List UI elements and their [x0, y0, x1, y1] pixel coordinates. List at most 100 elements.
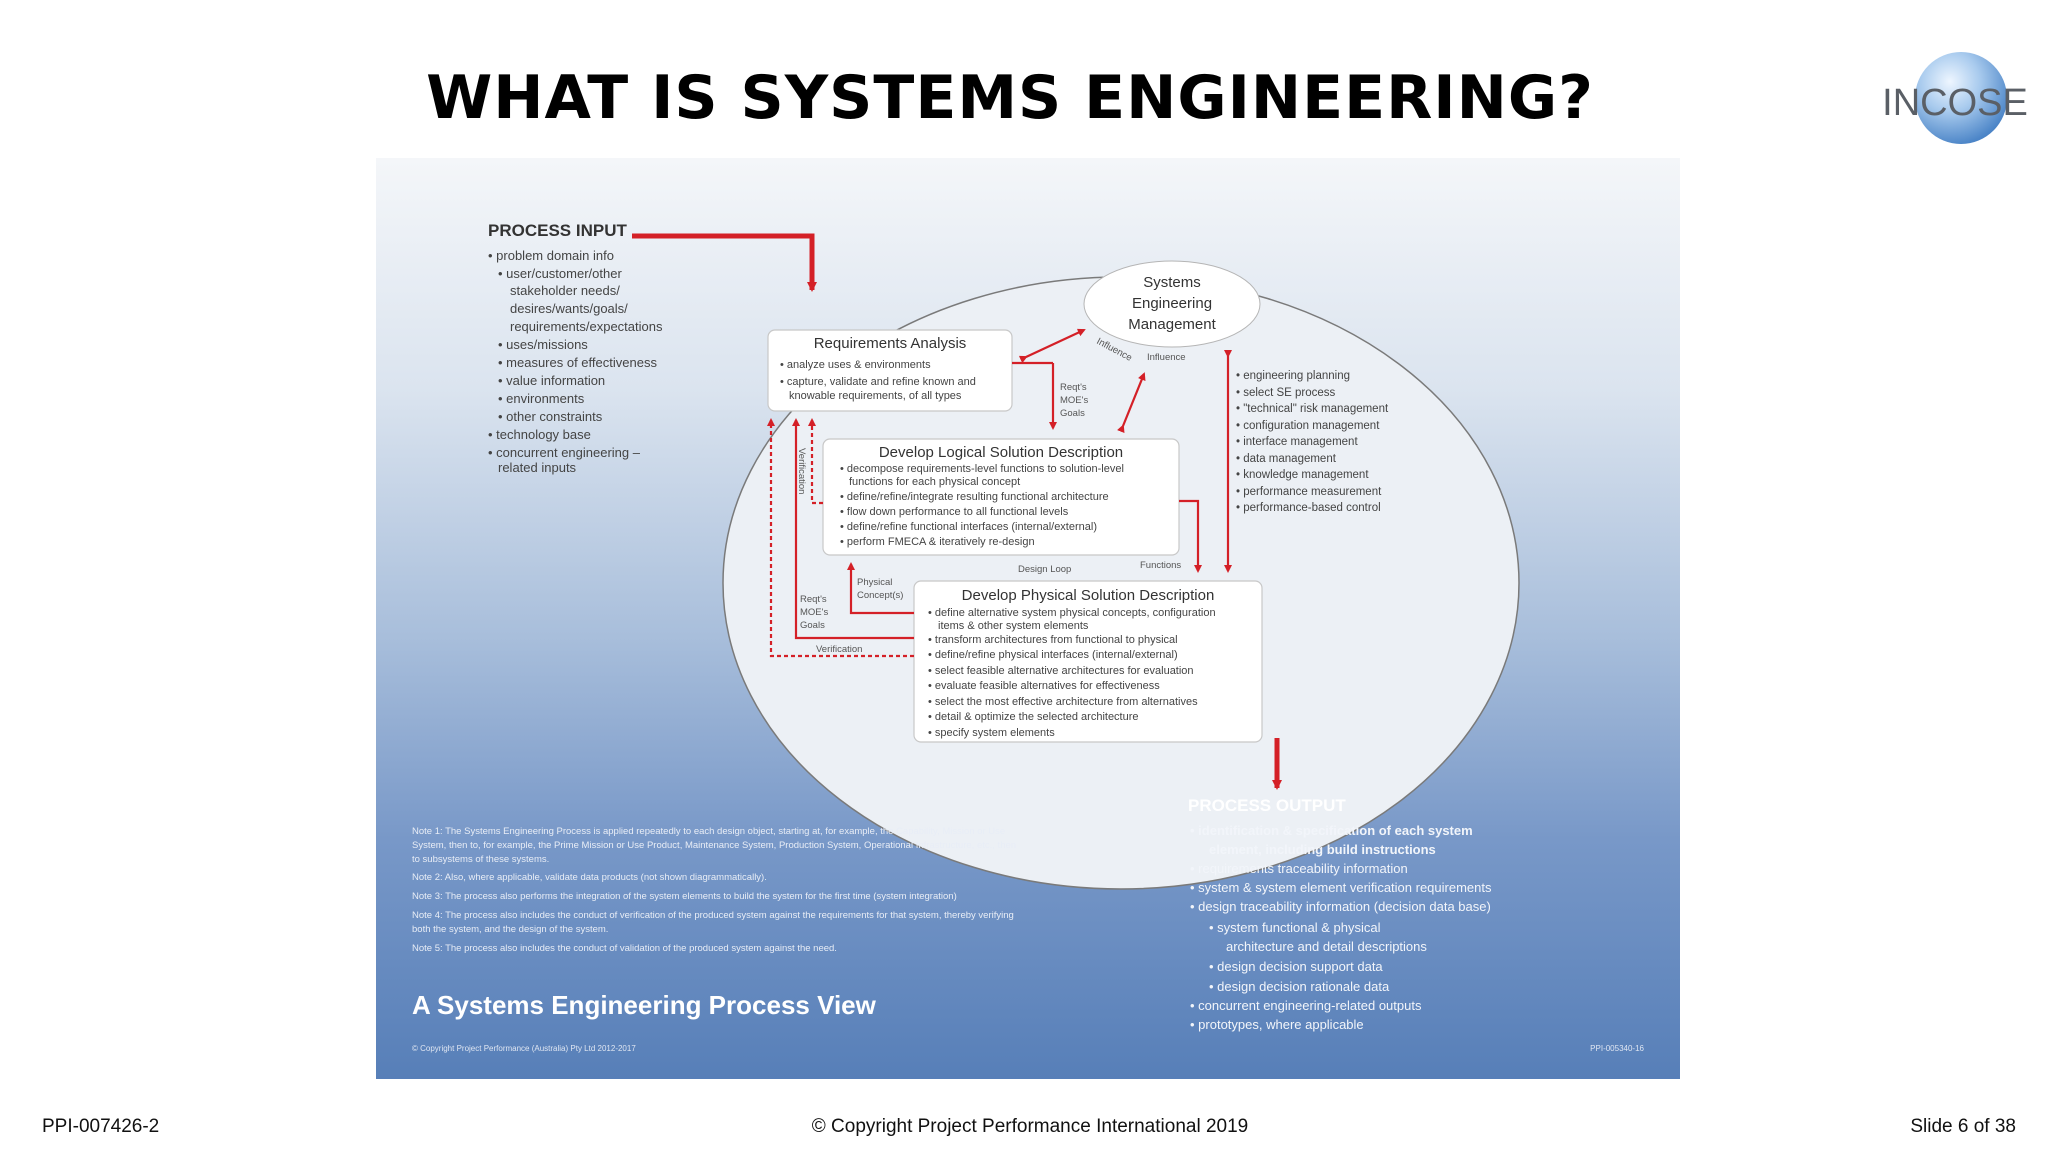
arrow-physical-logical: [847, 562, 914, 615]
svg-text:• identification & specificati: • identification & specification of each…: [1190, 823, 1473, 838]
arrow-logical-physical: [1179, 499, 1202, 573]
note-line: both the system, and the design of the s…: [412, 924, 608, 935]
input-line: related inputs: [498, 460, 577, 475]
input-line: • user/customer/other: [498, 266, 622, 281]
input-line: • uses/missions: [498, 337, 588, 352]
reqts-label: MOE's: [1060, 395, 1088, 406]
input-line: • other constraints: [498, 409, 603, 424]
arrow-ra-sem: [1018, 328, 1086, 364]
input-line: stakeholder needs/: [510, 283, 620, 298]
input-line: requirements/expectations: [510, 319, 663, 334]
svg-text:• define alternative system ph: • define alternative system physical con…: [928, 607, 1216, 619]
verification-vertical-label: Verification: [796, 448, 807, 494]
diagram-canvas: PROCESS INPUT • problem domain info • us…: [412, 221, 1645, 1053]
sem-ellipse: [1083, 260, 1261, 348]
incose-logo: INCOSE: [1880, 52, 2030, 152]
functions-label: Functions: [1140, 560, 1181, 571]
svg-text:Management: Management: [1128, 316, 1216, 333]
logical-solution-box: [822, 438, 1180, 556]
process-input-heading: PROCESS INPUT: [488, 221, 627, 240]
svg-text:• requirements traceability in: • requirements traceability information: [1190, 861, 1408, 876]
footer-slide-number: Slide 6 of 38: [1910, 1116, 2016, 1137]
diagram-code: PPI-005340-16: [1590, 1044, 1644, 1053]
arrow-physical-ra: [792, 418, 914, 640]
svg-text:• design traceability informat: • design traceability information (decis…: [1190, 899, 1491, 914]
reqts-label: Reqt's: [1060, 382, 1087, 393]
svg-text:• define/refine physical inter: • define/refine physical interfaces (int…: [928, 649, 1178, 661]
svg-text:• interface management: • interface management: [1236, 436, 1358, 448]
reqts-label: Reqt's: [800, 594, 827, 605]
svg-text:• data management: • data management: [1236, 453, 1337, 465]
sem-title: Systems Engineering Management: [1128, 274, 1216, 333]
svg-text:• configuration management: • configuration management: [1236, 420, 1380, 432]
process-output-list: • identification & specification of each…: [1190, 823, 1492, 1032]
svg-text:• perform FMECA & iteratively: • perform FMECA & iteratively re-design: [840, 536, 1035, 548]
svg-text:• system & system element veri: • system & system element verification r…: [1190, 880, 1492, 895]
note-line: Note 3: The process also performs the in…: [412, 891, 957, 902]
physical-solution-box: [913, 580, 1263, 743]
globe-icon: [1915, 52, 2007, 144]
note-line: System, then to, for example, the Prime …: [412, 840, 1016, 851]
svg-text:• decompose requirements-level: • decompose requirements-level functions…: [840, 463, 1124, 475]
arrow-verification-bottom: [767, 418, 914, 658]
note-line: Note 1: The Systems Engineering Process …: [412, 826, 1005, 837]
input-line: • technology base: [488, 427, 591, 442]
svg-text:• transform architectures from: • transform architectures from functiona…: [928, 634, 1178, 646]
svg-text:• capture, validate and refine: • capture, validate and refine known and: [780, 376, 976, 388]
physical-concepts-label: Physical: [857, 577, 892, 588]
requirements-analysis-title: Requirements Analysis: [814, 335, 967, 352]
input-line: • environments: [498, 391, 585, 406]
slide-title: WHAT IS SYSTEMS ENGINEERING?: [426, 63, 1594, 133]
reqts-label: MOE's: [800, 607, 828, 618]
svg-text:• concurrent engineering-relat: • concurrent engineering-related outputs: [1190, 998, 1422, 1013]
svg-text:architecture and detail descri: architecture and detail descriptions: [1226, 939, 1427, 954]
input-line: desires/wants/goals/: [510, 301, 628, 316]
svg-text:• "technical" risk management: • "technical" risk management: [1236, 403, 1389, 415]
footer-copyright: © Copyright Project Performance Internat…: [811, 1116, 1249, 1137]
logo-text: INCOSE: [1882, 82, 2028, 124]
svg-text:• define/refine/integrate resu: • define/refine/integrate resulting func…: [840, 491, 1109, 503]
svg-text:• prototypes, where applicable: • prototypes, where applicable: [1190, 1017, 1364, 1032]
influence-label: Influence: [1147, 352, 1186, 363]
input-arrow: [632, 233, 817, 292]
svg-text:• specify system elements: • specify system elements: [928, 727, 1055, 739]
svg-text:Systems: Systems: [1143, 274, 1201, 291]
svg-text:knowable requirements, of all: knowable requirements, of all types: [789, 390, 962, 402]
svg-text:• design decision rationale da: • design decision rationale data: [1209, 979, 1390, 994]
requirements-analysis-items: • analyze uses & environments • capture,…: [780, 359, 976, 402]
footer-document-id: PPI-007426-2: [42, 1116, 160, 1137]
notes: Note 1: The Systems Engineering Process …: [412, 826, 1016, 954]
svg-text:• system functional & physical: • system functional & physical: [1209, 920, 1381, 935]
svg-text:• performance measurement: • performance measurement: [1236, 486, 1382, 498]
logical-solution-title: Develop Logical Solution Description: [879, 444, 1123, 461]
note-line: Note 5: The process also includes the co…: [412, 943, 837, 954]
requirements-analysis-box: [767, 329, 1013, 412]
physical-solution-title: Develop Physical Solution Description: [962, 587, 1215, 604]
verification-bottom-label: Verification: [816, 644, 862, 655]
reqts-label: Goals: [1060, 408, 1085, 419]
svg-text:• evaluate feasible alternativ: • evaluate feasible alternatives for eff…: [928, 680, 1160, 692]
physical-solution-items: • define alternative system physical con…: [928, 607, 1216, 739]
reqts-label: Goals: [800, 620, 825, 631]
svg-text:• knowledge management: • knowledge management: [1236, 469, 1369, 481]
arrow-sem-logical: [1117, 372, 1146, 434]
physical-concepts-label: Concept(s): [857, 590, 903, 601]
design-loop-label: Design Loop: [1018, 564, 1071, 575]
svg-text:• engineering planning: • engineering planning: [1236, 370, 1350, 382]
svg-text:Engineering: Engineering: [1132, 295, 1212, 312]
note-line: Note 4: The process also includes the co…: [412, 910, 1014, 921]
input-line: • value information: [498, 373, 605, 388]
svg-text:• performance-based control: • performance-based control: [1236, 502, 1381, 514]
sem-activities: • engineering planning • select SE proce…: [1236, 370, 1389, 514]
se-process-diagram: PROCESS INPUT • problem domain info • us…: [376, 158, 1680, 1079]
svg-text:• define/refine functional int: • define/refine functional interfaces (i…: [840, 521, 1097, 533]
logical-solution-items: • decompose requirements-level functions…: [840, 463, 1124, 548]
svg-text:element, including build instr: element, including build instructions: [1209, 842, 1436, 857]
input-line: • measures of effectiveness: [498, 355, 657, 370]
svg-text:• analyze uses & environments: • analyze uses & environments: [780, 359, 931, 371]
svg-text:• select SE process: • select SE process: [1236, 387, 1336, 399]
diagram-copyright: © Copyright Project Performance (Austral…: [412, 1044, 636, 1053]
svg-text:• detail & optimize the select: • detail & optimize the selected archite…: [928, 711, 1139, 723]
input-line: • problem domain info: [488, 248, 614, 263]
svg-text:• select the most effective ar: • select the most effective architecture…: [928, 696, 1198, 708]
